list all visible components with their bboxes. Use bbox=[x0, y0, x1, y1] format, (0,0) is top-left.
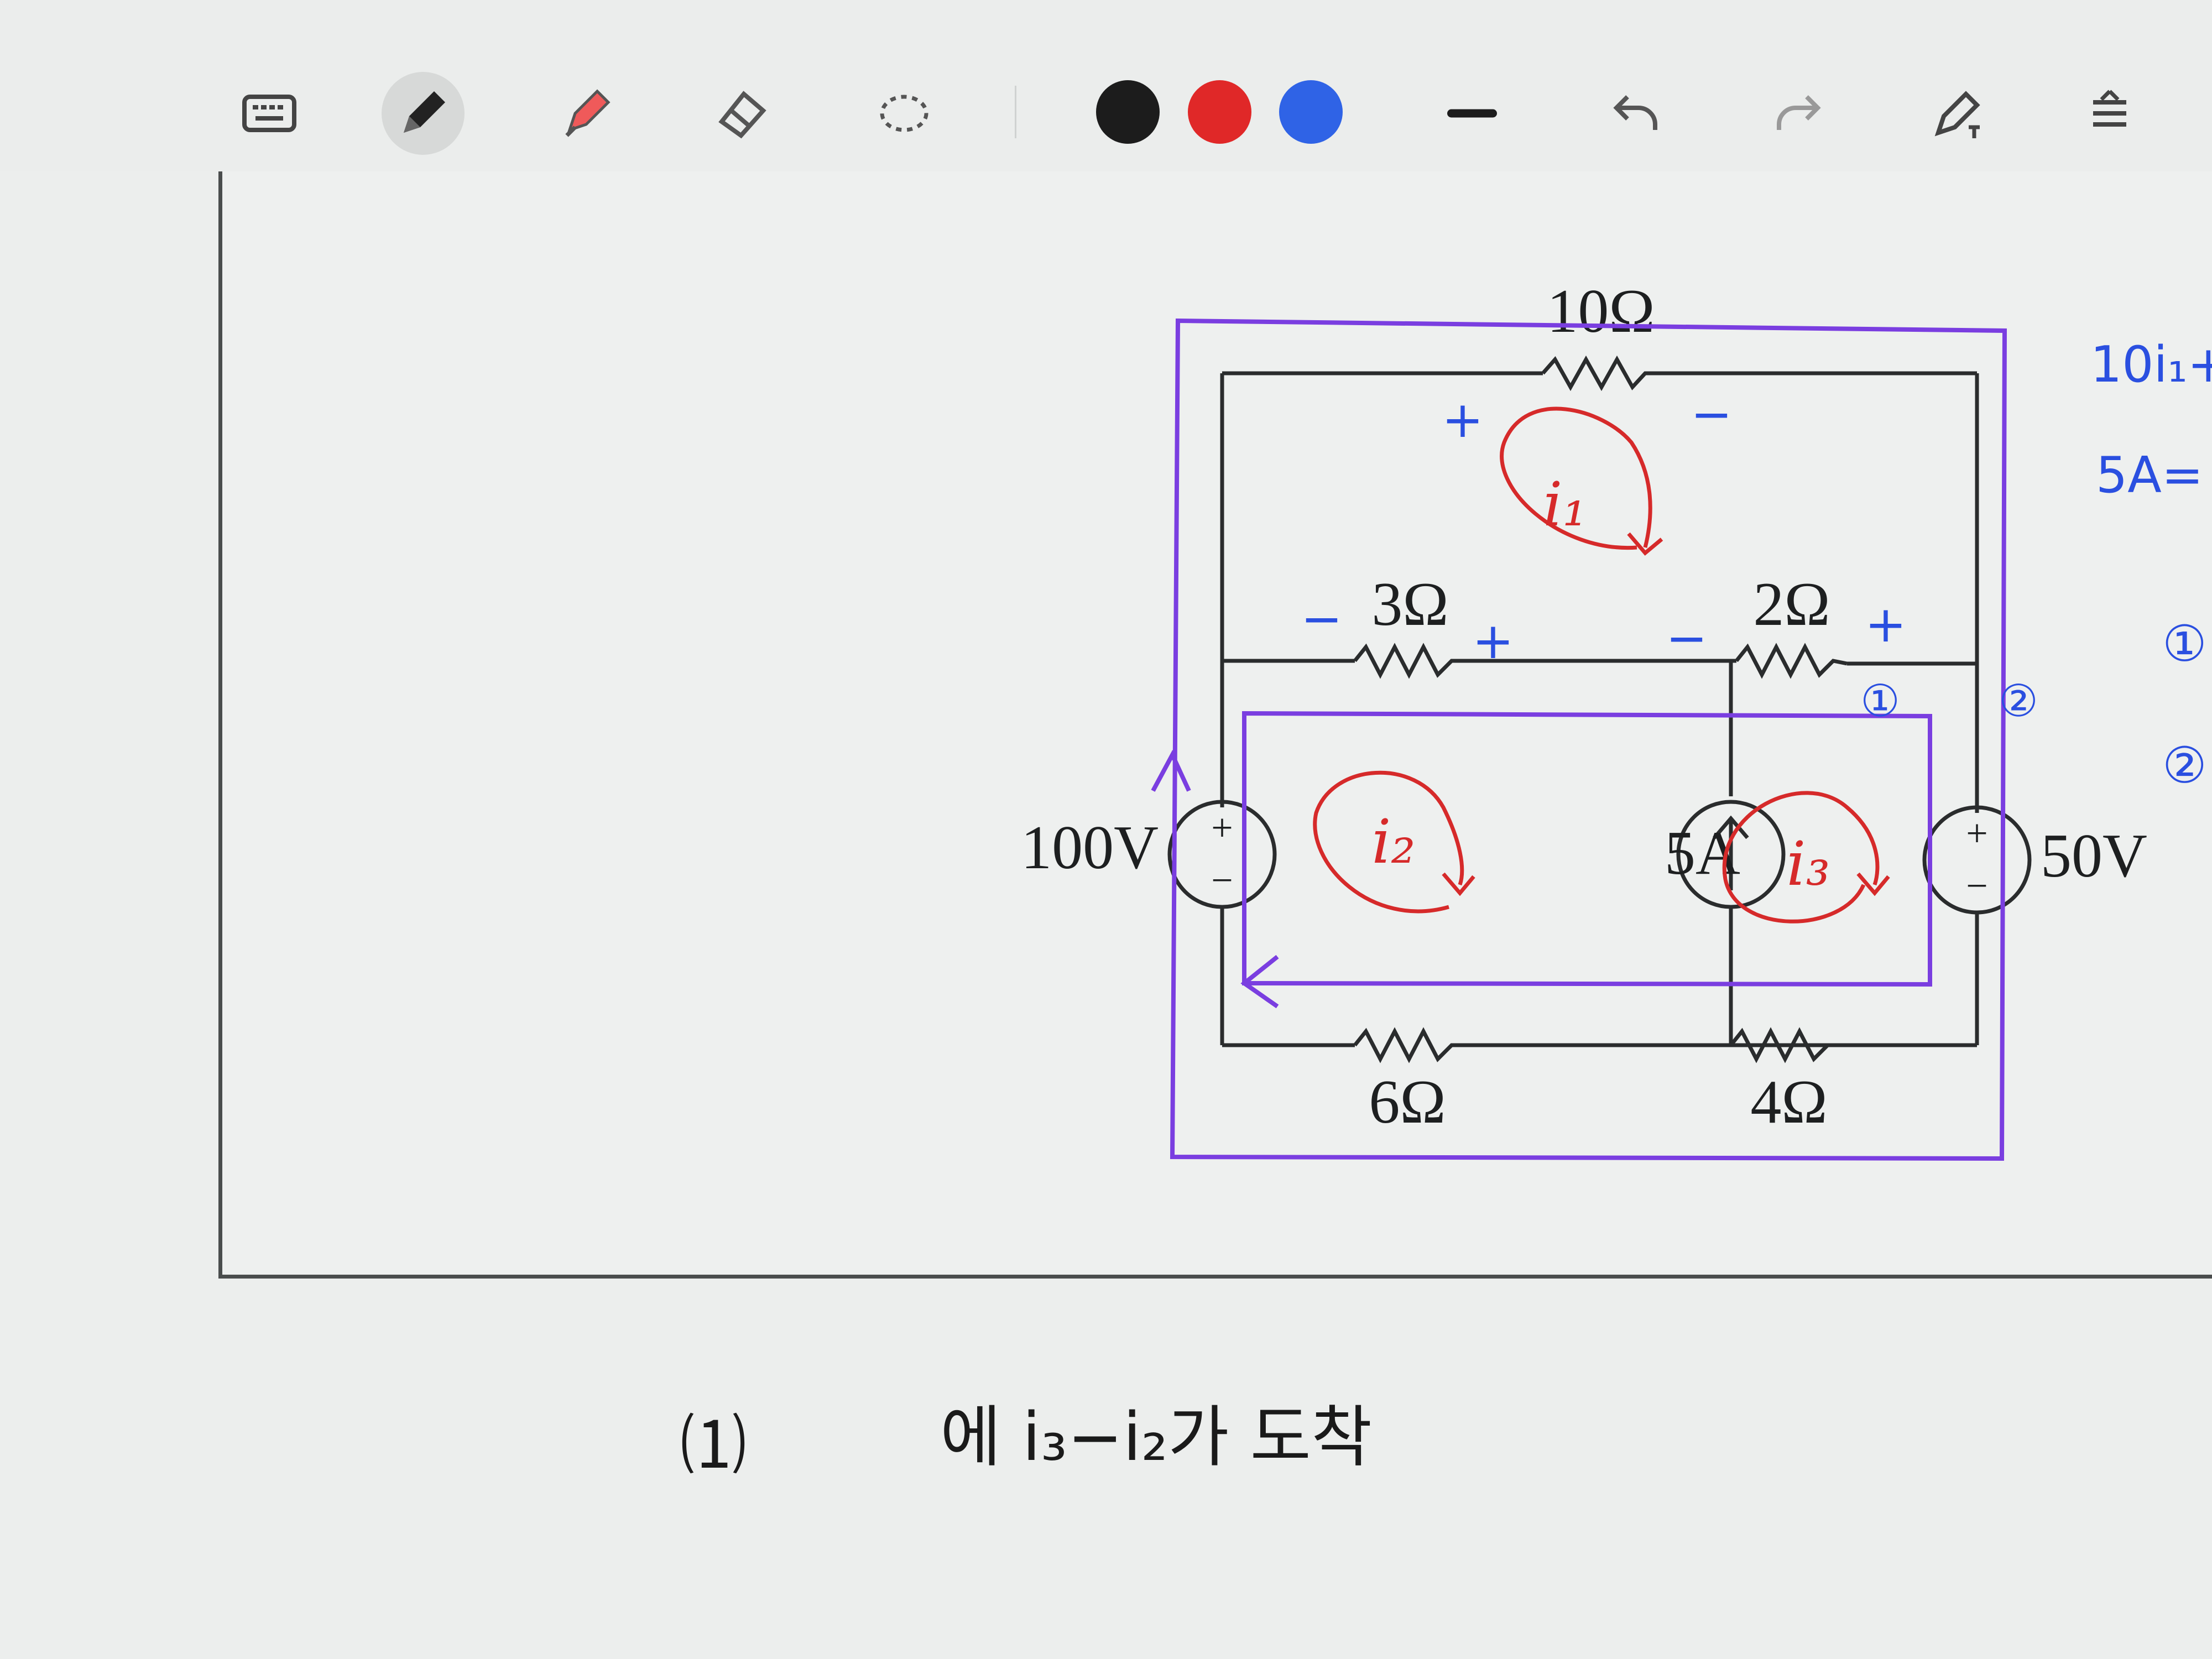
mesh-i2-label: i₂ bbox=[1371, 806, 1415, 877]
pen-settings-icon[interactable] bbox=[1916, 72, 1999, 155]
polarity-sign: + bbox=[1442, 391, 1483, 449]
mesh-i3-label: i₃ bbox=[1786, 828, 1830, 899]
color-blue-swatch[interactable] bbox=[1279, 80, 1343, 144]
more-icon[interactable] bbox=[2068, 72, 2151, 155]
v100-plus-sign: + bbox=[1211, 807, 1233, 849]
redo-icon[interactable] bbox=[1757, 72, 1840, 155]
margin-note-4: ② bbox=[2162, 737, 2207, 795]
resistor-6-zigzag bbox=[1353, 1027, 1465, 1063]
resistor-zigzags bbox=[1353, 355, 1848, 1063]
polarity-sign: + bbox=[1865, 596, 1906, 654]
margin-note-2: 5A= bbox=[2096, 446, 2203, 504]
polarity-sign: − bbox=[1691, 385, 1732, 444]
label-5a: 5A bbox=[1665, 819, 1740, 888]
label-6-ohm: 6Ω bbox=[1369, 1068, 1446, 1136]
undo-icon[interactable] bbox=[1594, 72, 1677, 155]
v100-minus-sign: − bbox=[1211, 859, 1233, 902]
resistor-10-zigzag bbox=[1541, 355, 1653, 392]
resistor-2-zigzag bbox=[1735, 643, 1848, 679]
label-50v: 50V bbox=[2041, 822, 2147, 890]
toolbar-separator bbox=[1015, 86, 1016, 138]
highlighter-icon[interactable] bbox=[545, 72, 628, 155]
polarity-sign: − bbox=[1301, 590, 1342, 648]
stroke-width-icon[interactable] bbox=[1431, 72, 1514, 155]
node-1-label: ① bbox=[1860, 675, 1900, 727]
mesh-i1-label: i₁ bbox=[1543, 469, 1587, 540]
label-3-ohm: 3Ω bbox=[1371, 570, 1448, 639]
margin-note-3: ① bbox=[2162, 615, 2207, 673]
label-100v: 100V bbox=[1021, 813, 1159, 882]
v50-minus-sign: − bbox=[1966, 865, 1987, 907]
supermesh-annotation bbox=[1151, 318, 2007, 1161]
eraser-icon[interactable] bbox=[700, 72, 782, 155]
node-2-label: ② bbox=[1999, 675, 2038, 727]
voltage-source-100v bbox=[1167, 800, 1277, 909]
color-red-swatch[interactable] bbox=[1188, 80, 1251, 144]
resistor-3-zigzag bbox=[1353, 643, 1465, 679]
circuit-wires bbox=[1220, 371, 1979, 1047]
label-4-ohm: 4Ω bbox=[1750, 1068, 1827, 1136]
polarity-sign: + bbox=[1472, 612, 1514, 670]
margin-note-1: 10i₁+ bbox=[2090, 336, 2212, 394]
v50-plus-sign: + bbox=[1966, 812, 1987, 855]
polarity-sign: − bbox=[1666, 609, 1707, 667]
color-black-swatch[interactable] bbox=[1096, 80, 1160, 144]
current-source-5a bbox=[1676, 800, 1786, 909]
bottom-note-prefix: ⑴ bbox=[680, 1407, 747, 1484]
mesh-current-loops bbox=[1313, 406, 1890, 924]
arrow-up-icon bbox=[1713, 815, 1749, 890]
label-2-ohm: 2Ω bbox=[1753, 570, 1830, 639]
pen-icon[interactable] bbox=[382, 72, 465, 155]
voltage-source-50v bbox=[1922, 805, 2032, 915]
drawing-toolbar bbox=[0, 0, 2212, 173]
lasso-icon[interactable] bbox=[863, 72, 946, 155]
bottom-note-text: 에 i₃−i₂가 도착 bbox=[940, 1399, 1372, 1476]
page-frame bbox=[218, 171, 2212, 1279]
keyboard-icon[interactable] bbox=[228, 72, 311, 155]
resistor-4-zigzag bbox=[1729, 1027, 1841, 1063]
label-10-ohm: 10Ω bbox=[1547, 277, 1655, 346]
